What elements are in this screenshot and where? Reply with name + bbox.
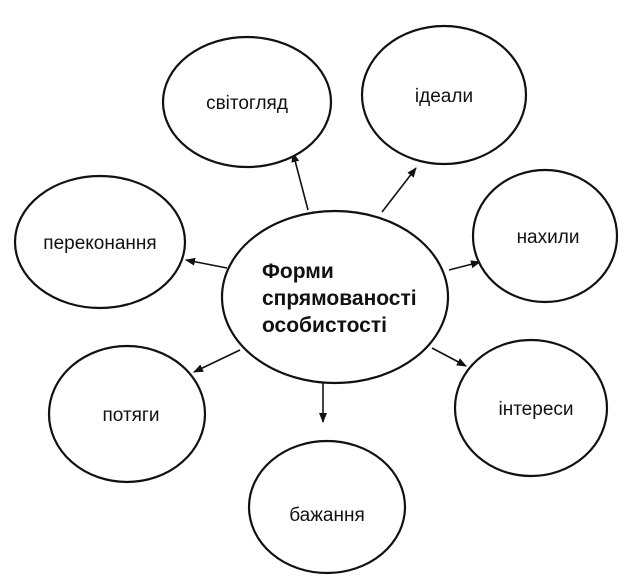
bubble (471, 168, 619, 304)
node-label: потяги (103, 405, 160, 426)
node-label: переконання (43, 233, 156, 254)
node-potiahy: потяги (47, 344, 207, 484)
arrow-to-nakhyly (448, 260, 481, 271)
arrow-to-perekonannia (185, 257, 228, 269)
bubble (47, 344, 207, 484)
arrow-to-potiahy (193, 349, 241, 373)
arrow-to-svitohliad (291, 152, 309, 211)
node-svitohliad: світогляд (161, 35, 333, 169)
bubble (13, 174, 187, 310)
bubble (360, 24, 528, 166)
node-interesy: інтереси (453, 338, 609, 478)
arrow-to-idealy (381, 167, 417, 213)
node-idealy: ідеали (360, 24, 528, 166)
center-bubble (220, 209, 450, 385)
center-label-line-3: особистості (262, 314, 387, 337)
node-label: світогляд (206, 93, 288, 114)
node-perekonannia: переконання (13, 174, 187, 310)
node-label: бажання (289, 505, 365, 526)
node-label: нахили (517, 227, 580, 248)
node-nakhyly: нахили (471, 168, 619, 304)
bubble (247, 439, 407, 575)
node-label: інтереси (498, 399, 573, 420)
bubble (453, 338, 609, 478)
arrow-to-interesy (431, 347, 467, 367)
bubble (161, 35, 333, 169)
center-node: Форми спрямованості особистості (220, 209, 450, 385)
connector-arrows (185, 152, 481, 423)
center-label-line-2: спрямованості (262, 287, 417, 310)
node-bazhannia: бажання (247, 439, 407, 575)
center-label-line-1: Форми (262, 260, 334, 283)
node-label: ідеали (415, 86, 473, 107)
